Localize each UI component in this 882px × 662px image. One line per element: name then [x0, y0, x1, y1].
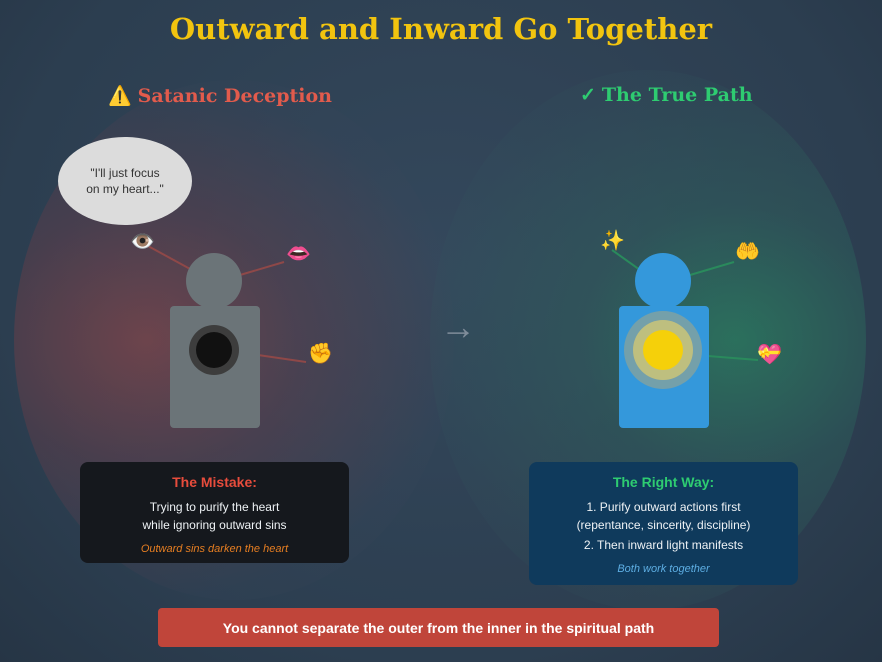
mistake-box: The Mistake: Trying to purify the heart …: [80, 462, 349, 563]
fist-icon: ✊: [308, 343, 333, 365]
right-way-box: The Right Way: 1. Purify outward actions…: [529, 462, 798, 585]
deception-heading: ⚠️Satanic Deception: [108, 84, 332, 107]
warning-icon: ⚠️: [108, 85, 132, 107]
sparkles-connector: [611, 249, 641, 271]
gift-heart-icon: 💝: [757, 344, 782, 366]
mouth-icon: 👄: [286, 243, 311, 265]
right-way-line-3: 2. Then inward light manifests: [583, 538, 744, 552]
hands-connector: [689, 261, 735, 276]
right-way-title: The Right Way:: [612, 474, 715, 490]
fist-connector: [257, 354, 307, 363]
true-path-heading-text: The True Path: [601, 84, 753, 106]
eye-icon: 👁️: [130, 231, 155, 253]
radiant-heart: [643, 330, 683, 370]
deception-heading-text: Satanic Deception: [137, 85, 332, 107]
check-icon: ✓: [580, 84, 596, 106]
page-title: Outward and Inward Go Together: [169, 12, 713, 46]
right-way-note: Both work together: [617, 563, 710, 575]
thought-bubble: "I'll just focus on my heart...": [58, 137, 192, 225]
mistake-line-2: while ignoring outward sins: [142, 518, 287, 532]
sparkles-icon: ✨: [600, 230, 625, 252]
conclusion-banner: You cannot separate the outer from the i…: [158, 608, 719, 647]
mistake-note: Outward sins darken the heart: [140, 543, 289, 555]
mistake-title: The Mistake:: [172, 474, 257, 490]
true-path-heading: ✓The True Path: [580, 84, 753, 106]
heart-connector: [707, 355, 759, 361]
mouth-connector: [239, 261, 285, 276]
right-arrow-icon: →: [440, 306, 476, 347]
dark-figure-head: [186, 253, 242, 309]
thought-bubble-text: "I'll just focus on my heart...": [86, 166, 164, 196]
open-hands-icon: 🤲: [735, 241, 760, 263]
dark-heart: [196, 332, 232, 368]
right-way-line-1: 1. Purify outward actions first: [586, 500, 741, 514]
eye-connector: [147, 245, 193, 271]
right-way-line-2: (repentance, sincerity, discipline): [576, 518, 751, 532]
light-figure-head: [635, 253, 691, 309]
mistake-line-1: Trying to purify the heart: [149, 500, 280, 514]
